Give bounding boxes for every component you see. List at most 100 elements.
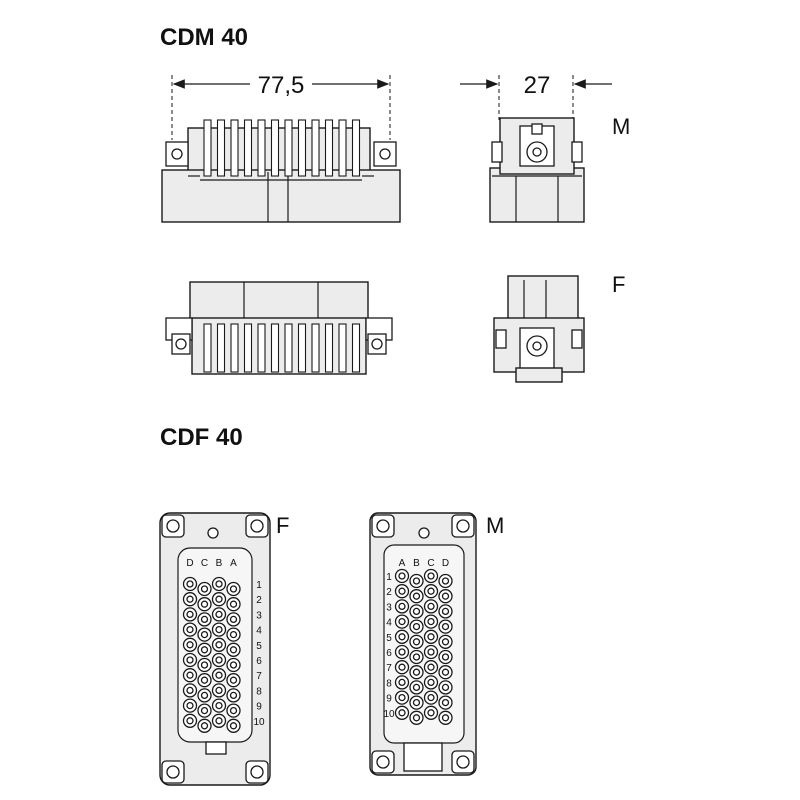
housing-fin bbox=[284, 323, 293, 373]
housing-fin bbox=[351, 323, 361, 373]
contact-pin-core bbox=[200, 630, 209, 639]
row-label: 5 bbox=[256, 641, 262, 652]
housing-fin bbox=[257, 323, 266, 373]
housing-fin bbox=[270, 119, 280, 177]
contact-pin-core bbox=[441, 622, 450, 631]
contact-pin-core bbox=[186, 701, 194, 710]
contact-pin-core bbox=[229, 706, 238, 715]
housing-fin bbox=[230, 323, 239, 373]
contact-pin-core bbox=[412, 714, 421, 722]
row-label: 7 bbox=[256, 671, 262, 682]
variant-label-female-middle: F bbox=[612, 272, 625, 297]
contact-pin-core bbox=[186, 686, 194, 695]
contact-pin-core bbox=[441, 638, 450, 646]
contact-pin-core bbox=[398, 693, 406, 702]
variant-label-male-top: M bbox=[612, 114, 630, 139]
column-label: B bbox=[413, 558, 420, 569]
contact-pin-core bbox=[412, 607, 421, 616]
contact-pin-core bbox=[229, 691, 238, 700]
dimension-length-label: 77,5 bbox=[258, 72, 305, 99]
housing-fin bbox=[297, 119, 307, 177]
contact-pin-core bbox=[398, 617, 406, 626]
contact-pin-core bbox=[229, 722, 238, 730]
contact-pin-core bbox=[441, 668, 450, 676]
contact-pin-core bbox=[200, 722, 209, 730]
contact-pin-core bbox=[427, 633, 435, 641]
contact-pin-core bbox=[412, 683, 421, 692]
contact-pin-core bbox=[427, 648, 435, 656]
contact-pin-core bbox=[398, 709, 406, 717]
contact-pin-core bbox=[200, 676, 209, 684]
contact-pin-core bbox=[427, 678, 435, 687]
contact-pin-core bbox=[427, 617, 435, 626]
contact-pin-core bbox=[200, 691, 209, 700]
row-label: 1 bbox=[256, 580, 262, 591]
housing-fin bbox=[284, 119, 293, 177]
contact-pin-core bbox=[200, 646, 209, 654]
contact-pin-core bbox=[441, 577, 450, 585]
contact-pin-core bbox=[427, 572, 435, 580]
housing-fin bbox=[216, 119, 226, 177]
contact-pin-core bbox=[412, 698, 421, 707]
contact-pin-core bbox=[441, 683, 450, 692]
row-label: 4 bbox=[386, 618, 392, 629]
contact-pin-core bbox=[186, 595, 194, 603]
contact-pin-core bbox=[200, 615, 209, 624]
contact-pin-core bbox=[186, 580, 194, 588]
contact-pin-core bbox=[412, 592, 421, 600]
variant-label-male-face: M bbox=[486, 513, 504, 538]
housing-fin bbox=[203, 119, 212, 177]
housing-fin bbox=[203, 323, 212, 373]
column-label: D bbox=[186, 558, 193, 569]
contact-pin-core bbox=[186, 656, 194, 664]
contact-pin-core bbox=[412, 577, 421, 585]
contact-pin-core bbox=[427, 587, 435, 595]
contact-pin-core bbox=[412, 622, 421, 631]
contact-pin-core bbox=[398, 663, 406, 671]
contact-pin-core bbox=[398, 678, 406, 687]
contact-pin-core bbox=[229, 646, 238, 654]
contact-pin-core bbox=[186, 641, 194, 649]
row-label: 4 bbox=[256, 626, 262, 637]
contact-pin-core bbox=[229, 661, 238, 669]
contact-pin-core bbox=[229, 676, 238, 684]
contact-pin-core bbox=[215, 717, 223, 725]
contact-pin-core bbox=[427, 709, 435, 717]
row-label: 8 bbox=[256, 686, 262, 697]
column-label: B bbox=[216, 558, 223, 569]
dimension-width: 27 bbox=[460, 72, 612, 120]
contact-pin-core bbox=[215, 686, 223, 695]
housing-fin bbox=[338, 323, 347, 373]
contact-pin-core bbox=[441, 714, 450, 722]
contact-pin-core bbox=[200, 600, 209, 608]
housing-fin bbox=[243, 119, 253, 177]
column-label: A bbox=[230, 558, 237, 569]
contact-pin-core bbox=[215, 671, 223, 679]
housing-fin bbox=[351, 119, 361, 177]
contact-pin-core bbox=[398, 648, 406, 656]
contact-pin-core bbox=[427, 693, 435, 702]
contact-pin-core bbox=[215, 641, 223, 649]
title-cdm-40: CDM 40 bbox=[160, 24, 248, 51]
row-label: 9 bbox=[256, 702, 262, 713]
contact-pin-core bbox=[412, 638, 421, 646]
column-label: A bbox=[399, 558, 406, 569]
row-label: 10 bbox=[253, 717, 265, 728]
row-label: 2 bbox=[256, 595, 262, 606]
housing-fin bbox=[324, 119, 334, 177]
row-label: 3 bbox=[256, 610, 262, 621]
contact-pin-core bbox=[215, 580, 223, 588]
housing-fin bbox=[311, 119, 320, 177]
row-label: 8 bbox=[386, 678, 392, 689]
row-label: 3 bbox=[386, 602, 392, 613]
row-label: 2 bbox=[386, 587, 392, 598]
contact-pin-core bbox=[200, 585, 209, 593]
variant-label-female-face: F bbox=[276, 513, 289, 538]
contact-pin-core bbox=[186, 610, 194, 619]
contact-pin-core bbox=[427, 663, 435, 671]
row-label: 9 bbox=[386, 694, 392, 705]
housing-fin bbox=[338, 119, 347, 177]
